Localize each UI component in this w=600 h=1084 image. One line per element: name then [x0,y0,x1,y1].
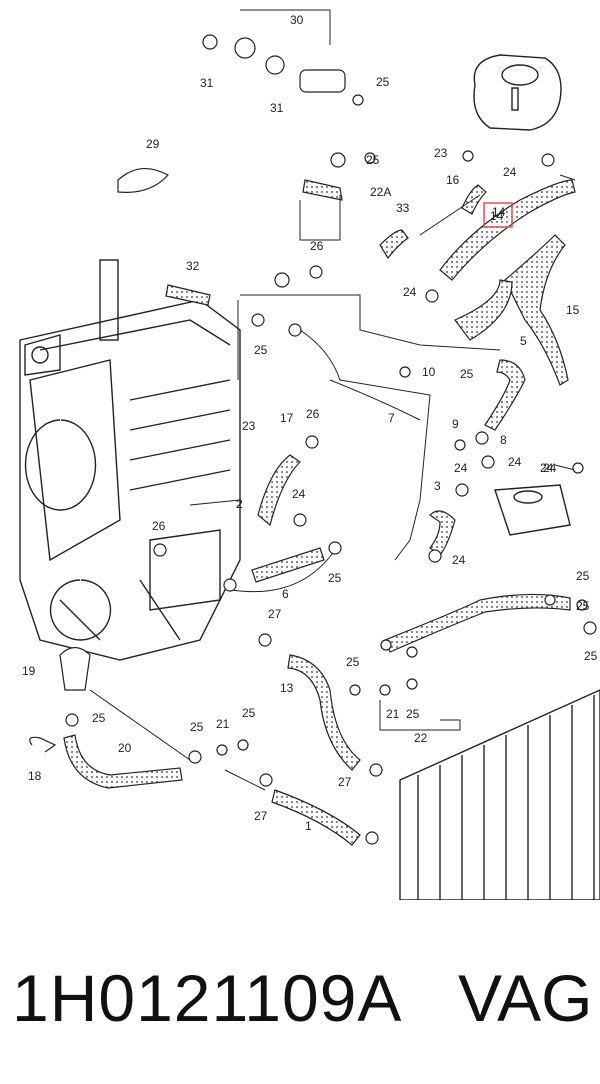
callout: 23 [242,419,256,433]
callout: 21 [386,707,400,721]
callout: 1 [305,819,312,833]
callout: 22A [370,185,391,199]
hose-15 [504,234,569,386]
hose-22a [302,179,343,201]
callout: 25 [576,599,590,613]
callout: 13 [280,681,294,695]
hose-top-bottom [384,593,571,653]
callout: 14 [492,205,506,219]
hose-2 [257,454,301,527]
callout: 25 [576,569,590,583]
callout: 31 [200,76,214,90]
hoses [63,179,576,846]
callout: 27 [338,775,352,789]
callout: 26 [152,519,166,533]
callout: 8 [500,433,507,447]
callout: 23 [434,146,448,160]
leader-lines [89,9,576,791]
clamps [29,34,597,845]
part-number: 1H0121109A [12,961,403,1035]
callouts: 30 31 31 25 25 29 22A 33 26 32 25 17 26 … [22,13,598,833]
hose-14 [439,179,576,281]
highlight-part-14: 14 [483,202,513,228]
hose-1 [271,789,361,846]
radiator [399,689,600,900]
callout: 2 [236,497,243,511]
callout: 29 [146,137,160,151]
hose-6 [251,547,325,583]
callout: 24 [292,487,306,501]
callout: 32 [186,259,200,273]
engine-block [19,259,241,661]
callout: 30 [290,13,304,27]
callout: 25 [460,367,474,381]
brand-name: VAG [458,961,593,1035]
callout: 25 [406,707,420,721]
callout: 24 [540,461,554,475]
callout: 24 [454,461,468,475]
callout: 25 [584,649,598,663]
callout: 22 [414,731,428,745]
callout: 24 [508,455,522,469]
hose-20 [63,734,183,789]
callout: 24 [503,165,517,179]
hose-5 [484,359,526,431]
callout: 25 [92,711,106,725]
callout: 15 [566,303,580,317]
callout: 33 [396,201,410,215]
hose-32 [165,284,211,306]
caption: 1H0121109A VAG [0,960,600,1050]
callout: 25 [366,153,380,167]
callout: 27 [268,607,282,621]
callout: 26 [306,407,320,421]
callout: 20 [118,741,132,755]
callout: 18 [28,769,42,783]
callout: 2 [236,497,243,511]
callout: 25 [346,655,360,669]
callout: 25 [254,343,268,357]
callout: 25 [190,720,204,734]
callout: 17 [280,411,294,425]
callout: 27 [254,809,268,823]
callout: 16 [446,173,460,187]
callout: 6 [282,587,289,601]
callout: 26 [310,239,324,253]
callout: 3 [434,479,441,493]
hose-main-right [454,279,513,341]
hose-3 [429,510,456,556]
callout: 25 [328,571,342,585]
expansion-tank [473,54,562,131]
callout: 24 [403,285,417,299]
callout: 7 [388,411,395,425]
callout: 24 [452,553,466,567]
callout: 5 [520,334,527,348]
callout: 25 [242,706,256,720]
callout: 19 [22,664,36,678]
callout: 31 [270,101,284,115]
callout: 24 [543,461,557,475]
highlight-label: 14 [490,209,504,223]
coolant-hose-diagram: 30 31 31 25 25 29 22A 33 26 32 25 17 26 … [19,9,600,900]
hose-33 [379,229,409,260]
callout: 25 [376,75,390,89]
hose-13 [287,654,361,771]
callout: 10 [422,365,436,379]
coolant-flange [494,484,571,536]
callout: 21 [216,717,230,731]
callout: 9 [452,417,459,431]
